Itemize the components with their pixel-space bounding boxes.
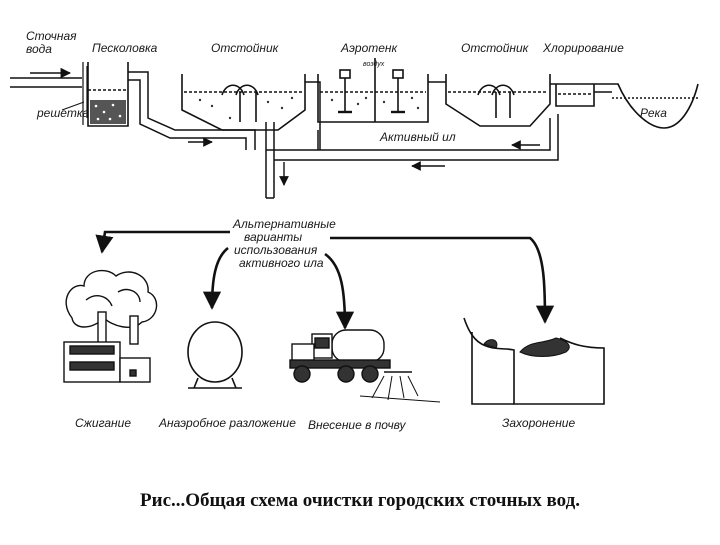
settler-2-tank [445, 74, 551, 127]
air-label: воздух [363, 60, 385, 68]
burial-label: Захоронение [502, 416, 575, 430]
alternatives-line2: варианты [244, 230, 302, 244]
pipe-settler-aerotank [305, 81, 321, 150]
sludge-drain-pipe [265, 122, 275, 199]
sand-trap-label: Песколовка [92, 41, 158, 55]
landfill-sludge [483, 337, 570, 357]
chlorination-tank [550, 83, 612, 107]
pipe-sandtrap-settler [128, 71, 256, 150]
sand-texture [94, 103, 122, 121]
river-label: Река [640, 106, 667, 120]
activated-sludge-label: Активный ил [379, 130, 456, 144]
figure-caption: Рис...Общая схема очистки городских сточ… [140, 490, 580, 511]
sludge-return-loop [266, 114, 559, 161]
anaerobic-label: Анаэробное разложение [158, 416, 296, 430]
alternatives-line4: активного ила [239, 256, 324, 270]
inlet-pipe [10, 77, 82, 88]
screen-pointer [61, 101, 85, 111]
settler-2-label: Отстойник [461, 41, 530, 55]
sand-fill [90, 100, 126, 124]
alternatives-line3: использования [234, 243, 318, 257]
inlet-label-line1: Сточная [26, 29, 77, 43]
soil-label: Внесение в почву [308, 418, 407, 432]
inlet-label-line2: вода [26, 42, 52, 56]
anaerobic-digester [187, 321, 243, 389]
incineration-plant [63, 269, 158, 383]
screen-grate [82, 62, 88, 125]
distribution-arrows [95, 230, 555, 330]
screen-label: решетка [36, 106, 90, 120]
sand-trap-tank [87, 62, 129, 127]
aerotank-tank [317, 58, 429, 123]
tanker-truck [289, 329, 412, 383]
settler-1-sludge [198, 96, 294, 120]
landfill-burial [463, 317, 605, 405]
incineration-label: Сжигание [75, 416, 131, 430]
soil-spray [359, 375, 441, 403]
chlorination-label: Хлорирование [542, 41, 624, 55]
river [612, 83, 699, 129]
aerotank-bubbles [330, 96, 420, 110]
aerotank-label: Аэротенк [340, 41, 399, 55]
alternatives-line1: Альтернативные [232, 217, 336, 231]
settler-1-label: Отстойник [211, 41, 280, 55]
settler-1-tank [181, 74, 306, 131]
